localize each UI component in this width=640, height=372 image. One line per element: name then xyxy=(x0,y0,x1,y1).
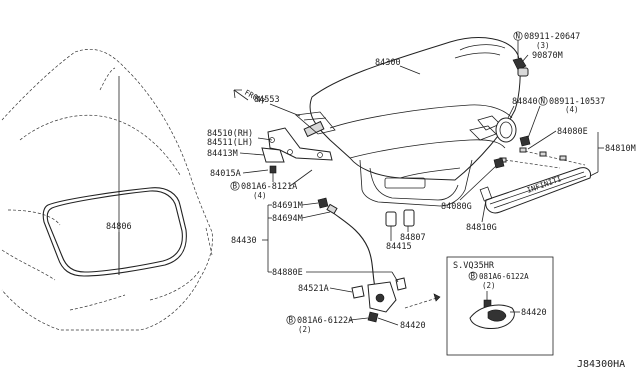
label-84694M: 84694M xyxy=(272,214,303,224)
car-body-outline xyxy=(1,48,213,331)
label-081A6-6122A-qty: (2) xyxy=(298,325,312,334)
label-84810G: 84810G xyxy=(466,223,497,233)
n-marker-1: N xyxy=(516,32,521,41)
label-inset-84420: 84420 xyxy=(521,308,547,318)
gasket-84810G xyxy=(479,186,493,202)
label-84300: 84300 xyxy=(375,58,401,68)
label-84415: 84415 xyxy=(386,242,412,252)
label-84521A: 84521A xyxy=(298,284,329,294)
label-84807: 84807 xyxy=(400,233,426,243)
emblem-84840 xyxy=(495,117,517,143)
label-84840: 84840 xyxy=(512,97,538,107)
label-08911-20647-qty: (3) xyxy=(536,41,550,50)
label-08911-20647: 08911-20647 xyxy=(524,32,580,42)
inset-b-marker: B xyxy=(471,272,476,281)
label-84430: 84430 xyxy=(231,236,257,246)
label-84691M: 84691M xyxy=(272,201,303,211)
finisher-84810M: INFINITI xyxy=(485,147,591,214)
label-inset-081A6-6122A-qty: (2) xyxy=(482,281,496,290)
trunk-latch xyxy=(351,277,407,323)
bolt-84015A xyxy=(269,165,277,182)
label-08911-10537-qty: (4) xyxy=(565,105,579,114)
label-84810M: 84810M xyxy=(605,144,636,154)
label-inset-081A6-6122A: 081A6-6122A xyxy=(479,272,529,281)
label-081A6-8121A: 081A6-8121A xyxy=(241,182,297,192)
b-marker-1: B xyxy=(233,182,238,191)
inset-title: S.VQ35HR xyxy=(453,261,495,271)
label-081A6-8121A-qty: (4) xyxy=(253,191,267,200)
b-marker-2: B xyxy=(289,316,294,325)
label-08911-10537: 08911-10537 xyxy=(549,97,605,107)
label-081A6-6122A: 081A6-6122A xyxy=(297,316,353,326)
trunk-lid-84300 xyxy=(303,37,521,207)
label-84511: 84511(LH) xyxy=(207,138,253,148)
label-84080E: 84080E xyxy=(557,127,588,137)
inset-vq35hr: S.VQ35HR B 081A6-6122A (2) 84420 xyxy=(446,256,554,356)
label-84413M: 84413M xyxy=(207,149,238,159)
weatherstrip-seal xyxy=(42,187,187,277)
label-84420: 84420 xyxy=(400,321,426,331)
label-84080G: 84080G xyxy=(441,202,472,212)
label-84880E: 84880E xyxy=(272,268,303,278)
release-cable xyxy=(317,197,377,293)
nut-08911-10537 xyxy=(519,135,531,147)
label-84510: 84510(RH) xyxy=(207,129,253,139)
inset-pointer-arrow xyxy=(404,293,441,309)
trunk-handle-switch xyxy=(385,209,415,236)
label-84553: 84553 xyxy=(254,95,280,105)
clip-84080G xyxy=(493,157,505,169)
label-84015A: 84015A xyxy=(210,169,241,179)
trunk-hinge xyxy=(261,111,336,163)
n-marker-2: N xyxy=(541,97,546,106)
label-84806: 84806 xyxy=(106,222,132,232)
diagram-code: J84300HA xyxy=(577,359,625,370)
label-90870M: 90870M xyxy=(532,51,563,61)
